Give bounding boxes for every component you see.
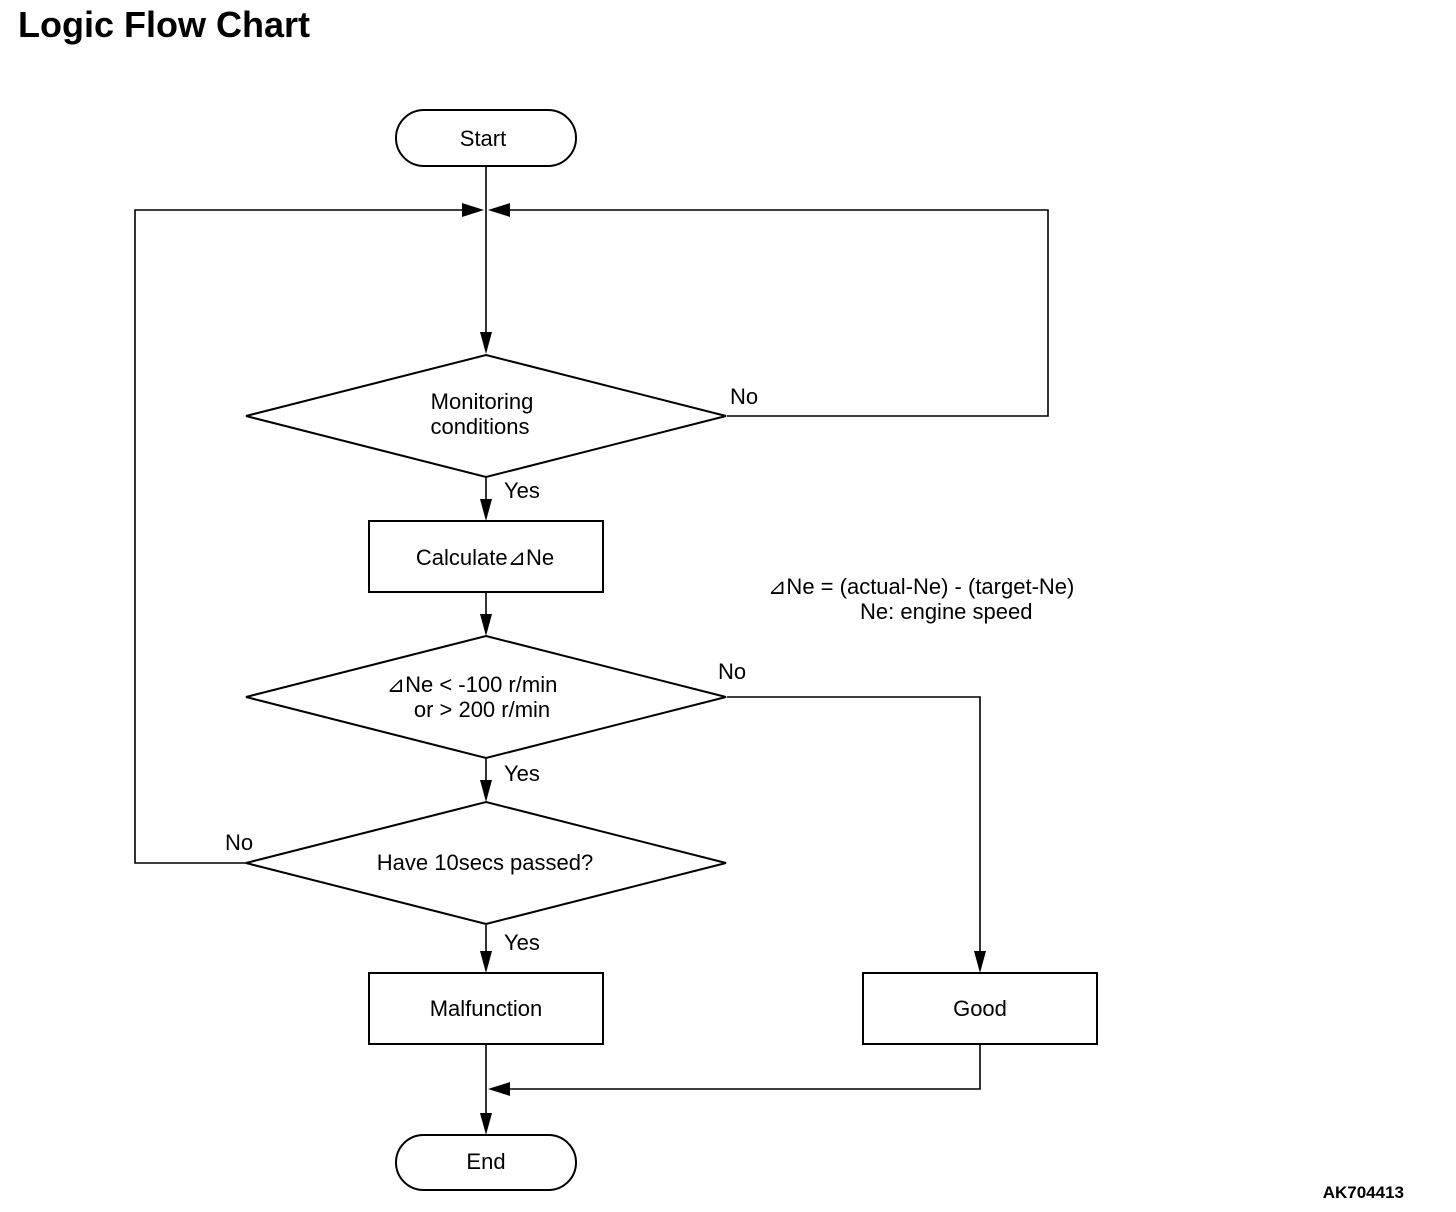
good-process: Good — [862, 972, 1098, 1045]
malfunction-label: Malfunction — [430, 996, 543, 1021]
time-label: Have 10secs passed? — [377, 850, 593, 875]
arrow-down-good — [974, 951, 986, 973]
note-line1: ⊿Ne = (actual-Ne) - (target-Ne) — [768, 574, 1074, 599]
arrow-down-end — [480, 1113, 492, 1135]
time-yes-label: Yes — [504, 930, 540, 955]
note-line2: Ne: engine speed — [860, 599, 1032, 624]
arrow-down-calculate — [480, 499, 492, 521]
time-no-label: No — [225, 830, 253, 855]
line-monitoring-no-loop — [500, 209, 1049, 417]
figure-id: AK704413 — [1322, 1183, 1404, 1202]
formula-note: ⊿Ne = (actual-Ne) - (target-Ne) Ne: engi… — [768, 574, 1074, 624]
good-label: Good — [953, 996, 1007, 1021]
arrow-down-threshold — [480, 614, 492, 636]
arrow-right-merge — [462, 203, 484, 217]
arrowheads — [462, 203, 986, 1135]
time-decision: Have 10secs passed? — [245, 800, 727, 926]
connectors — [134, 166, 1049, 1123]
page-title: Logic Flow Chart — [18, 4, 310, 45]
calculate-process: Calculate⊿Ne — [368, 520, 604, 593]
arrow-down-monitoring — [480, 332, 492, 354]
line-time-no-loop — [134, 209, 472, 864]
threshold-label-line2: or > 200 r/min — [414, 697, 550, 722]
threshold-yes-label: Yes — [504, 761, 540, 786]
arrow-left-end-merge — [488, 1082, 510, 1096]
arrow-left-merge — [488, 203, 510, 217]
monitoring-yes-label: Yes — [504, 478, 540, 503]
edge-labels: No Yes No Yes No Yes — [225, 384, 758, 955]
monitoring-label-line1: Monitoring — [431, 389, 534, 414]
line-threshold-no-to-good — [727, 696, 981, 961]
monitoring-decision: Monitoring conditions — [245, 353, 727, 479]
start-terminal: Start — [395, 109, 577, 167]
end-terminal: End — [395, 1134, 577, 1191]
threshold-decision: ⊿Ne < -100 r/min or > 200 r/min — [245, 634, 727, 760]
threshold-no-label: No — [718, 659, 746, 684]
arrow-down-malfunction — [480, 951, 492, 973]
malfunction-process: Malfunction — [368, 972, 604, 1045]
arrow-down-time — [480, 780, 492, 802]
start-label: Start — [460, 126, 506, 151]
monitoring-label-line2: conditions — [430, 414, 529, 439]
threshold-label-line1: ⊿Ne < -100 r/min — [387, 672, 558, 697]
calculate-label: Calculate⊿Ne — [416, 545, 554, 570]
monitoring-no-label: No — [730, 384, 758, 409]
line-good-to-end — [500, 1044, 981, 1090]
end-label: End — [466, 1149, 505, 1174]
